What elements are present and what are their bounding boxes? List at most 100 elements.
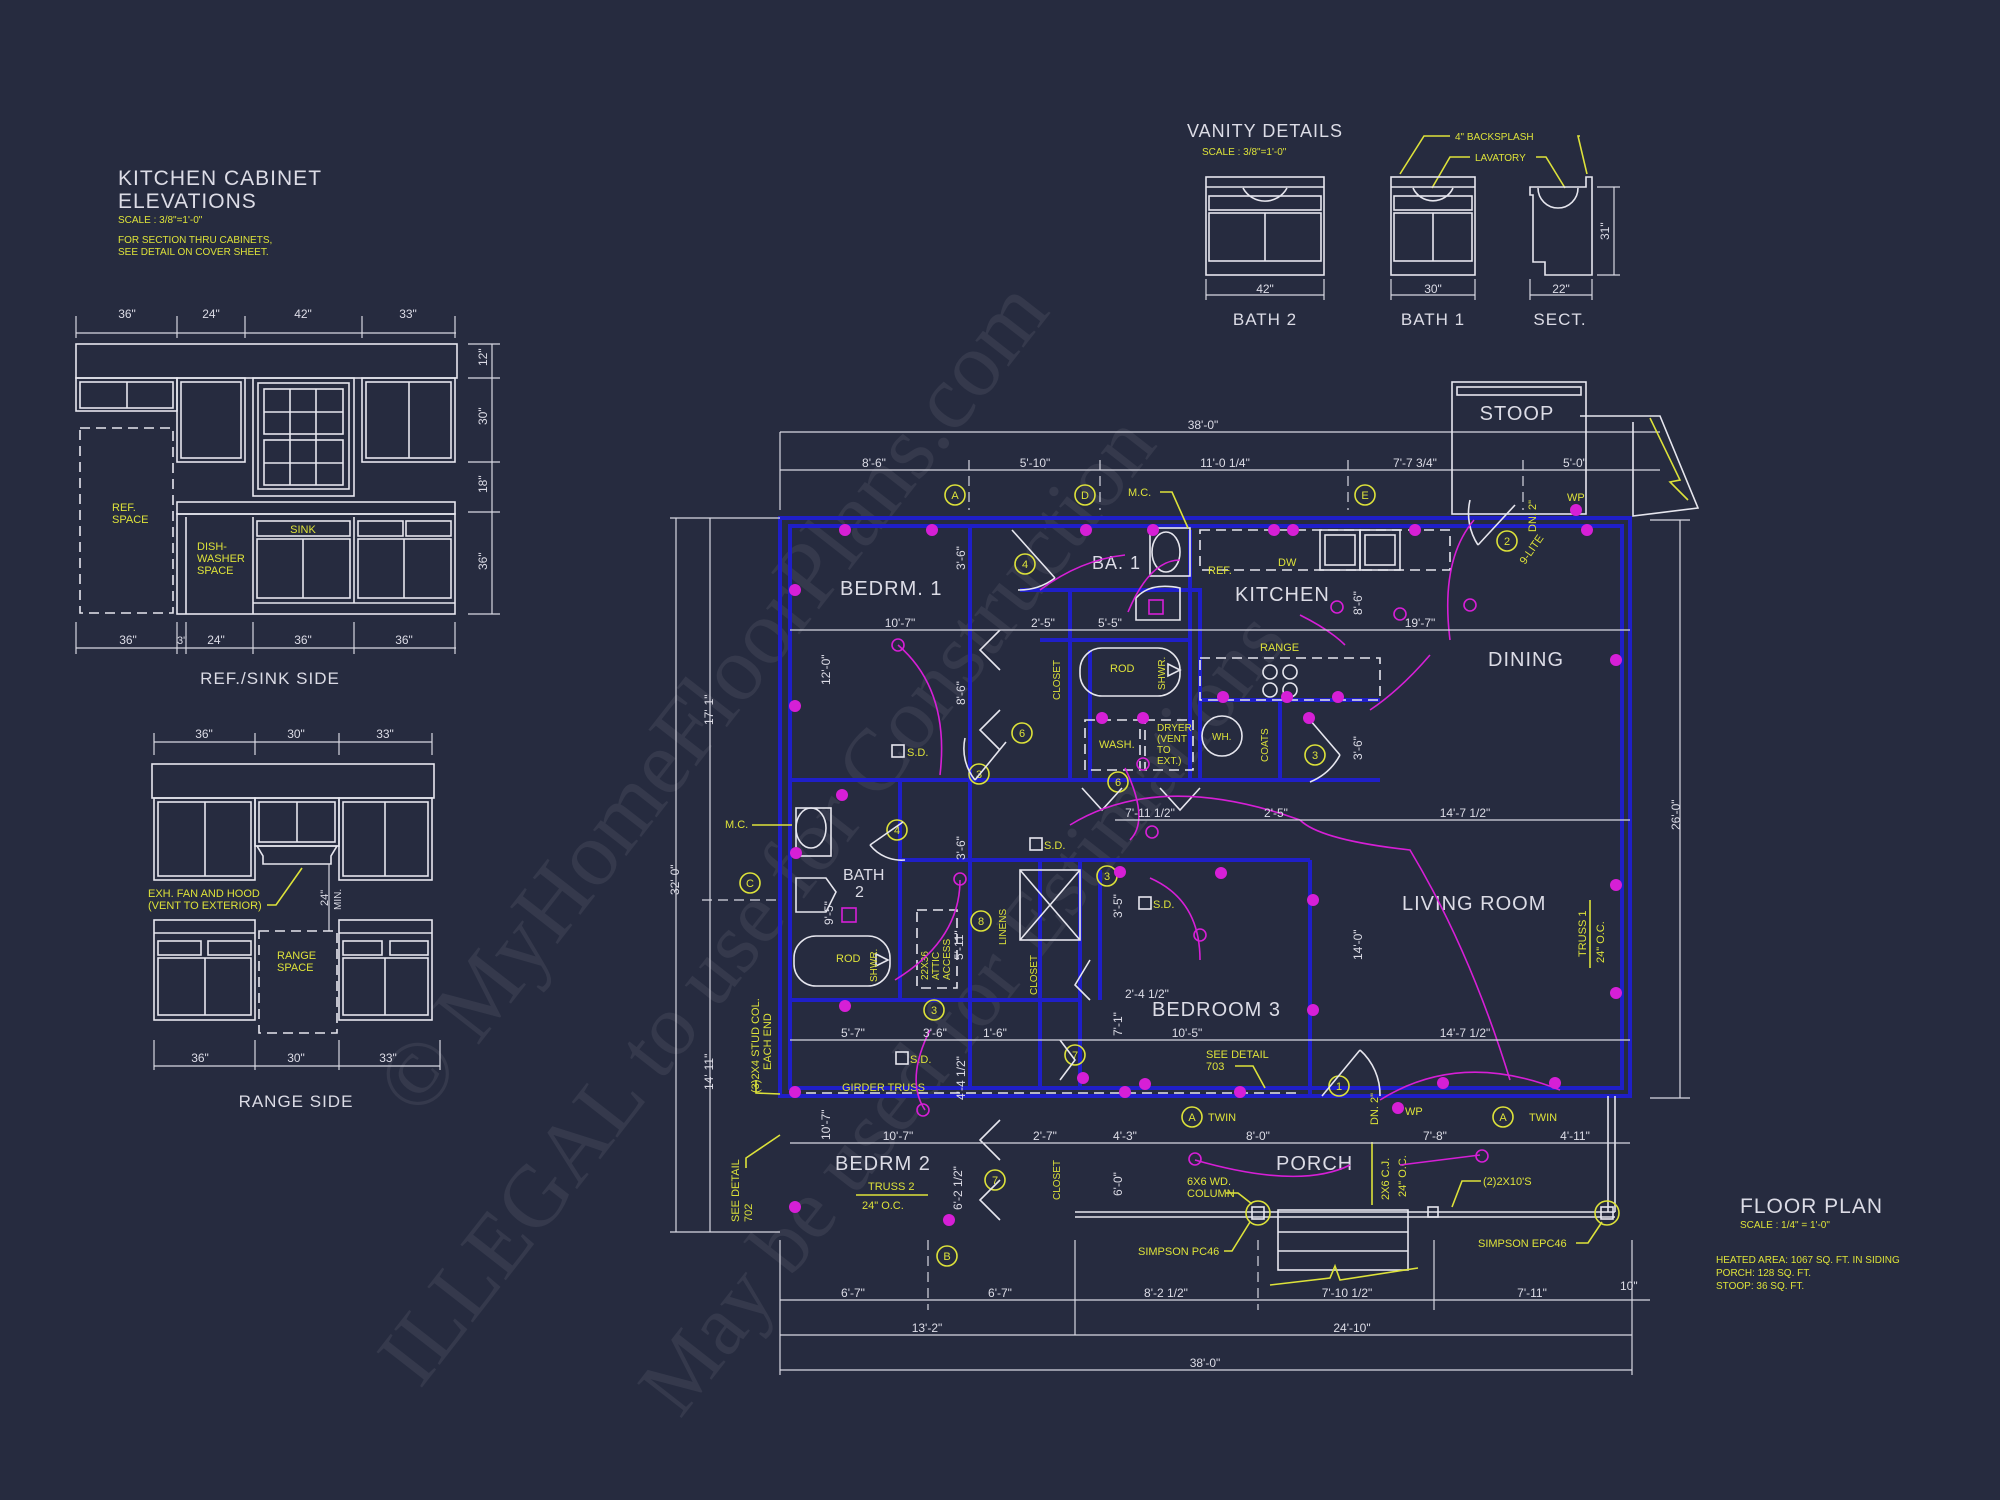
door-tag: 4: [894, 825, 900, 837]
label-mc-bath2: M.C.: [725, 819, 748, 831]
door-tag: 6: [1019, 728, 1025, 740]
dim: 36": [294, 633, 312, 647]
label-rod-bath2: ROD: [836, 953, 861, 965]
note-truss1-2: 24" O.C.: [1595, 921, 1607, 963]
label-dryer-3: TO: [1157, 745, 1171, 756]
door-tag: 2: [1504, 536, 1510, 548]
label-dryer-4: EXT.): [1157, 756, 1181, 767]
window-tag-b: B: [936, 1245, 958, 1267]
tag-text: B: [943, 1251, 950, 1263]
dim: 5'-10": [1020, 456, 1051, 470]
note-twin-right: TWIN: [1529, 1112, 1557, 1124]
section-width: 22": [1552, 282, 1570, 296]
floor-plan-scale: SCALE : 1/4" = 1'-0": [1740, 1220, 1830, 1231]
room-porch: PORCH: [1276, 1153, 1353, 1175]
dim: 8'-6": [954, 681, 968, 705]
label-ref: REF.: [1208, 565, 1232, 577]
room-bedrm2: BEDRM 2: [835, 1153, 931, 1175]
window-tag-c: C: [739, 872, 761, 894]
dim: 2'-7": [1033, 1129, 1057, 1143]
dim: 7'-11": [1517, 1286, 1547, 1300]
vanity-details: VANITY DETAILS SCALE : 3/8"=1'-0" 4" BAC…: [1187, 121, 1620, 329]
label-linens: LINENS: [998, 909, 1009, 945]
dishwasher-label-3: SPACE: [197, 565, 233, 577]
dim: 2'-5": [1264, 806, 1288, 820]
kitchen-scale: SCALE : 3/8"=1'-0": [118, 215, 203, 226]
door-tag: 7: [1072, 1050, 1078, 1062]
range-elevation: 36" 30" 33" EXH. FAN AND HOOD (VENT TO E…: [148, 727, 441, 1111]
dim: 36": [119, 633, 137, 647]
dim: 10'-7": [885, 616, 916, 630]
label-nine-lite: 9-LITE: [1518, 533, 1547, 567]
dishwasher-label-2: WASHER: [197, 553, 245, 565]
ref-space-label: REF.: [112, 502, 136, 514]
note-see-detail-702-2: 702: [743, 1204, 755, 1222]
dim: 3'-6": [954, 836, 968, 860]
dim: 33": [399, 307, 417, 321]
dim: 24": [202, 307, 220, 321]
label-dn-rear: DN. 2": [1527, 500, 1539, 532]
room-living: LIVING ROOM: [1402, 893, 1546, 915]
dim: 6'-0": [1111, 1172, 1125, 1196]
door-swings: [869, 499, 1516, 1221]
label-attic-1: 22X36: [920, 951, 931, 980]
dim: 18": [476, 475, 490, 493]
label-dw: DW: [1278, 557, 1297, 569]
note-beam: (2)2X10'S: [1483, 1176, 1532, 1188]
dim: 6'-7": [841, 1286, 865, 1300]
dim: 8'-0": [1246, 1129, 1270, 1143]
range-side-caption: RANGE SIDE: [239, 1092, 354, 1111]
dim: 33": [379, 1051, 397, 1065]
range-space-label-1: RANGE: [277, 950, 316, 962]
dim-bottom-overall: 38'-0": [1190, 1356, 1221, 1370]
label-attic-2: ATTIC: [931, 952, 942, 980]
vanity-title: VANITY DETAILS: [1187, 121, 1343, 141]
note-truss2-2: 24" O.C.: [862, 1200, 904, 1212]
dim: 14'-7 1/2": [1440, 1026, 1491, 1040]
room-kitchen: KITCHEN: [1235, 584, 1330, 606]
label-sd-hall2: S.D.: [910, 1054, 931, 1066]
dim-left-upper: 17'-1": [702, 694, 716, 725]
dim: 5'-11": [952, 930, 966, 960]
note-column-1: 6X6 WD.: [1187, 1176, 1231, 1188]
dim: 30": [476, 407, 490, 425]
dim-top-overall: 38'-0": [1188, 418, 1219, 432]
window-tag-a-right: A: [1492, 1106, 1514, 1128]
note-cj-1: 2X6 C.J.: [1380, 1158, 1392, 1200]
label-coats: COATS: [1260, 728, 1271, 762]
section-caption: SECT.: [1533, 310, 1586, 329]
tag-text: A: [1188, 1112, 1196, 1124]
kitchen-elevations-title-block: KITCHEN CABINET ELEVATIONS SCALE : 3/8"=…: [118, 167, 321, 258]
note-see-detail-702-1: SEE DETAIL: [730, 1159, 742, 1222]
dim: 42": [294, 307, 312, 321]
hood-note-2: (VENT TO EXTERIOR): [148, 900, 262, 912]
floor-plan-title-block: FLOOR PLAN SCALE : 1/4" = 1'-0" HEATED A…: [1716, 1195, 1900, 1292]
note-girder-truss: GIRDER TRUSS: [842, 1082, 925, 1094]
dim: 33": [376, 727, 394, 741]
dim: 24'-10": [1333, 1321, 1370, 1335]
label-sd-hall: S.D.: [1044, 840, 1065, 852]
dim: 3'-5": [1111, 894, 1125, 918]
label-dryer-1: DRYER: [1157, 723, 1192, 734]
note-truss2-1: TRUSS 2: [868, 1181, 914, 1193]
vanity-scale: SCALE : 3/8"=1'-0": [1202, 147, 1287, 158]
dim: 36": [191, 1051, 209, 1065]
label-mc-ba1: M.C.: [1128, 487, 1151, 499]
window-tag-d: D: [1074, 484, 1096, 506]
dishwasher-label: DISH-: [197, 541, 227, 553]
dim: 6'-2 1/2": [951, 1166, 965, 1210]
kitchen-title-line2: ELEVATIONS: [118, 190, 257, 213]
dim: 3'-6": [923, 1026, 947, 1040]
note-stud-col-2: EACH END: [762, 1013, 774, 1070]
range-space-label-2: SPACE: [277, 962, 313, 974]
window-tag-a-left: A: [1181, 1106, 1203, 1128]
dim: 24": [207, 633, 225, 647]
dim: 30": [287, 727, 305, 741]
clearance-dim: 24": [319, 890, 331, 906]
backsplash-note: 4" BACKSPLASH: [1455, 132, 1534, 143]
door-tag: 3: [1104, 871, 1110, 883]
room-bath2: BATH: [843, 867, 884, 884]
dim: 19'-7": [1405, 616, 1436, 630]
ref-space-label-2: SPACE: [112, 514, 148, 526]
label-attic-3: ACCESS: [942, 939, 953, 980]
